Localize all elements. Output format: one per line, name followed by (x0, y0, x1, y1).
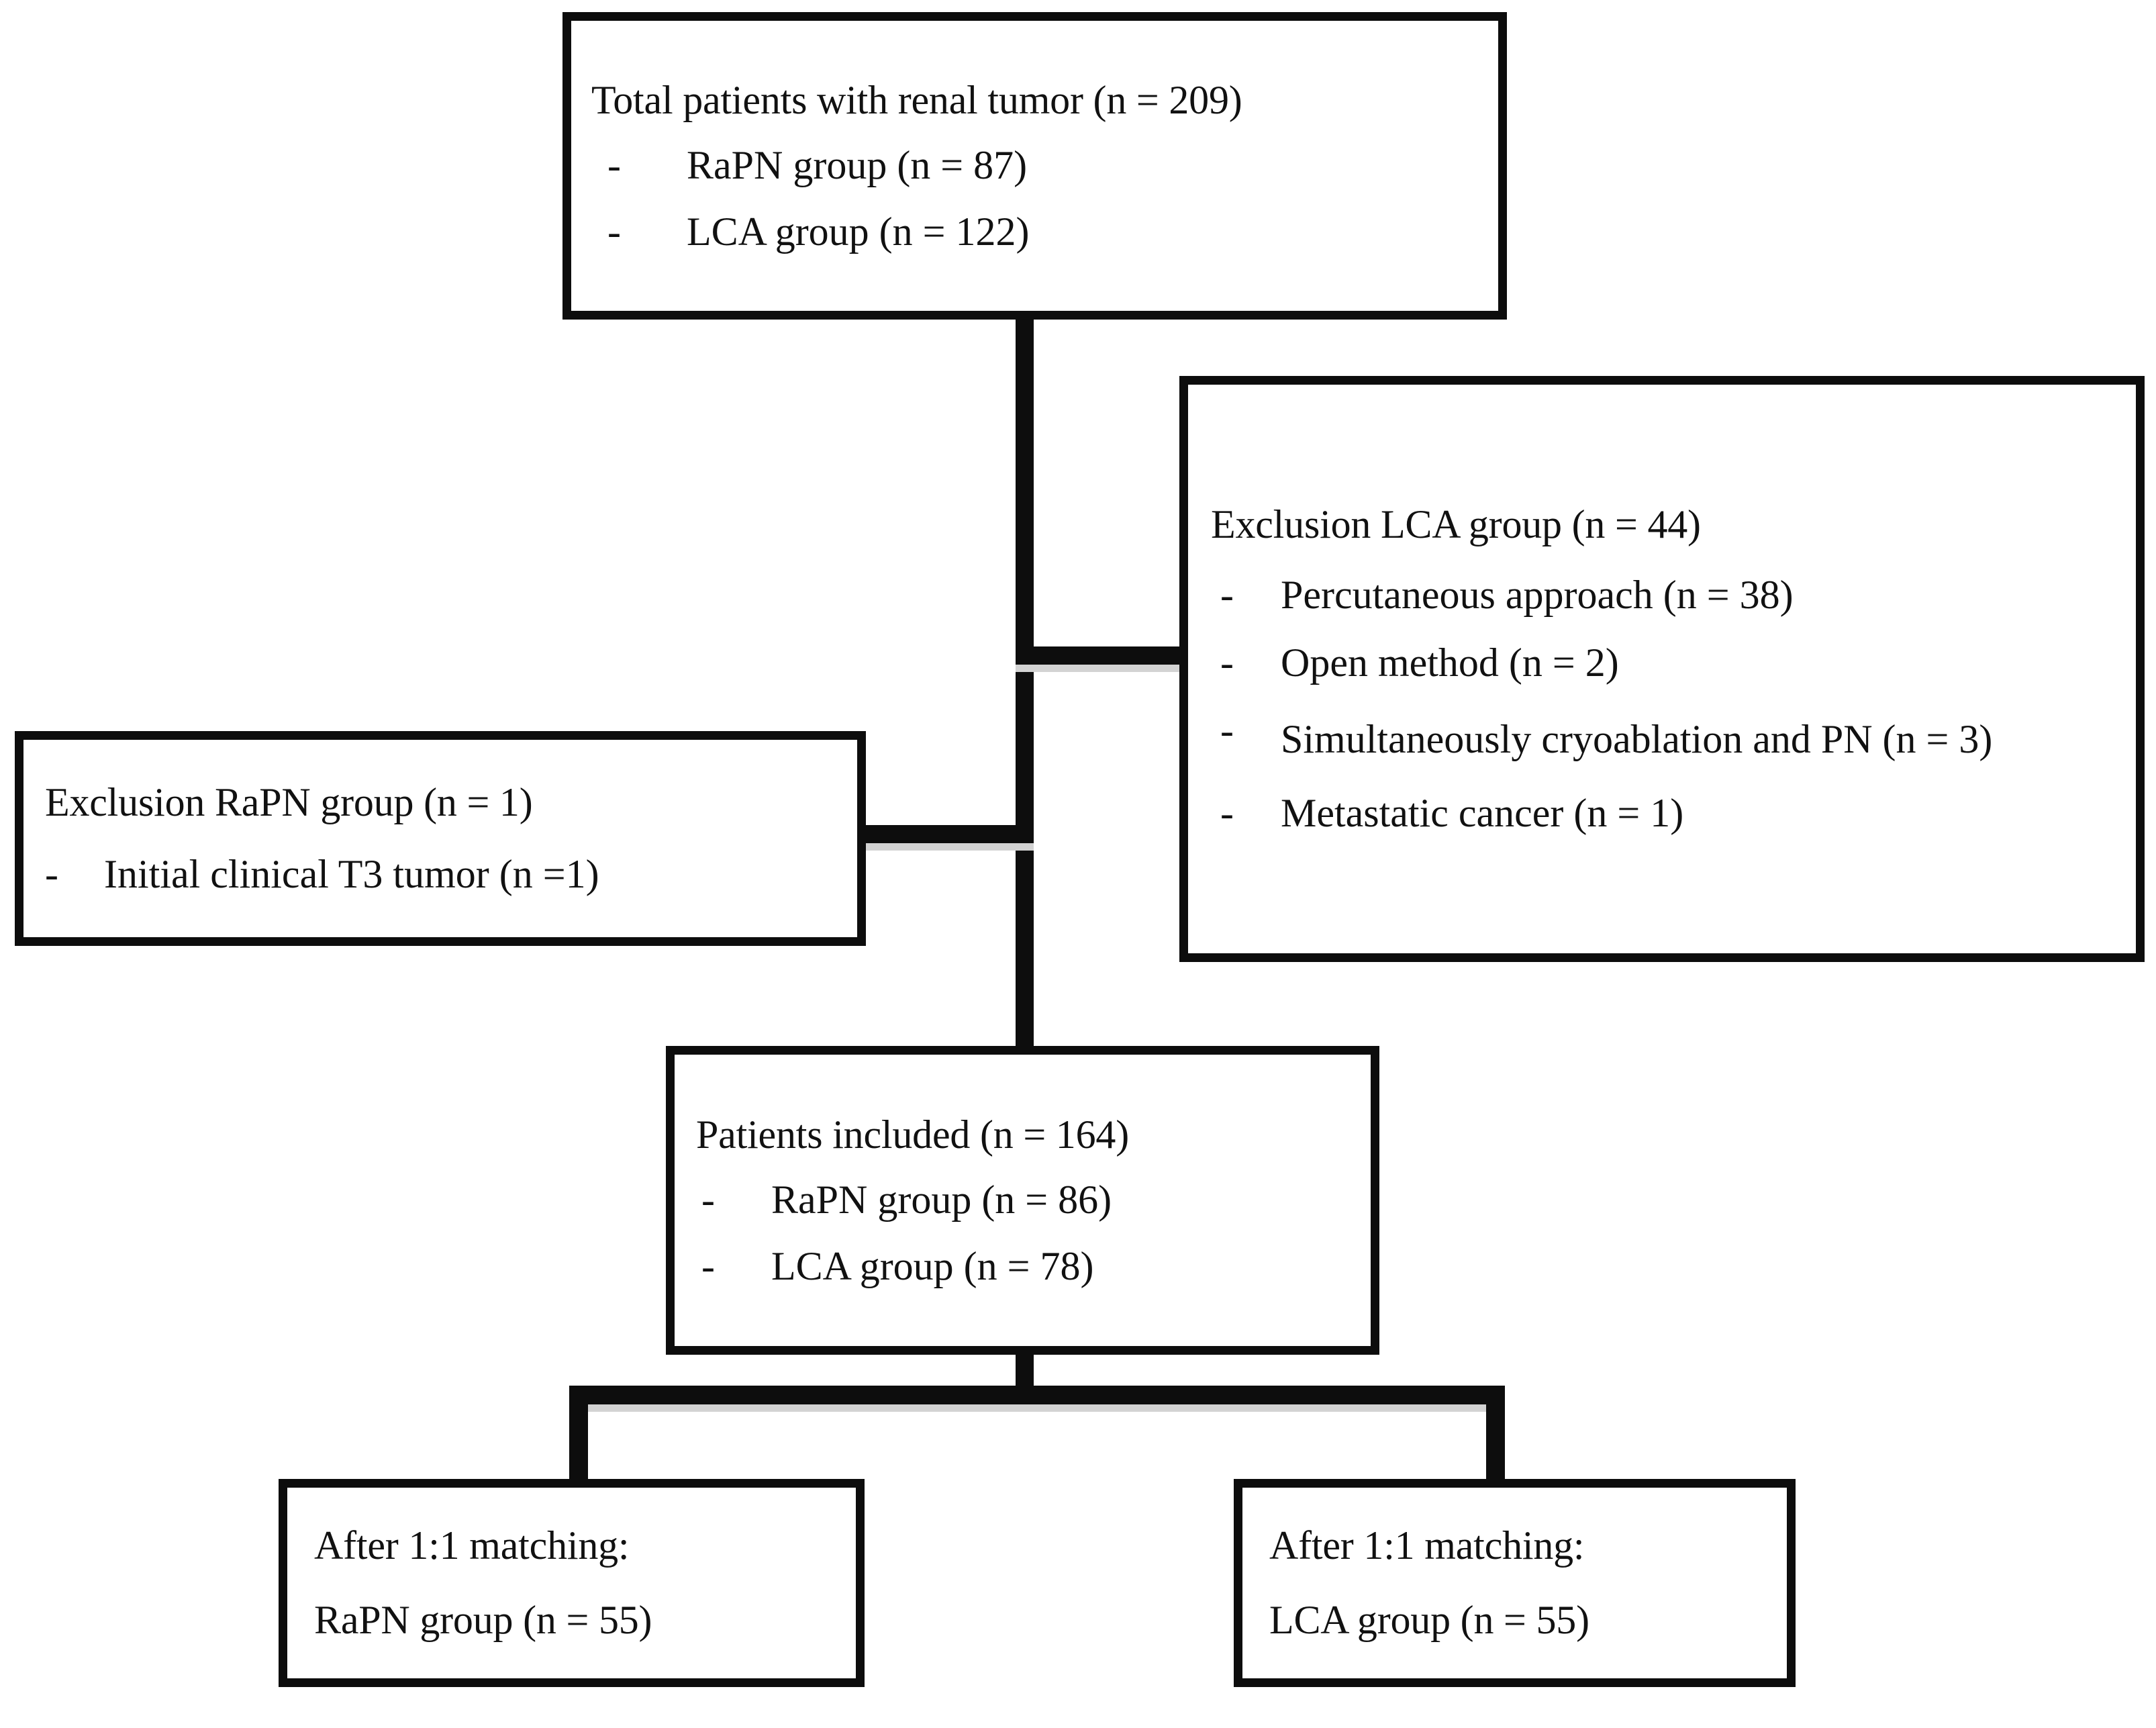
list-item-label: Open method (n = 2) (1281, 640, 1619, 685)
node-patients-included: Patients included (n = 164) - RaPN group… (666, 1046, 1379, 1355)
list-item-label: LCA group (n = 122) (687, 209, 1030, 254)
bullet-glyph: - (701, 1177, 715, 1222)
list-item: - Initial clinical T3 tumor (n =1) (45, 853, 836, 896)
bullet-glyph: - (607, 209, 621, 254)
node-exclusion-lca: Exclusion LCA group (n = 44) - Percutane… (1179, 376, 2145, 962)
bullet-glyph: - (1220, 790, 1234, 835)
node-total-patients: Total patients with renal tumor (n = 209… (562, 12, 1507, 320)
list-item-label: Initial clinical T3 tumor (n =1) (104, 852, 599, 896)
connector-leg-right (1486, 1386, 1505, 1485)
list-item: - Metastatic cancer (n = 1) (1211, 790, 2113, 835)
connector-branch-to-exclusion-lca (1016, 646, 1191, 672)
list-item-label: Percutaneous approach (n = 38) (1281, 573, 1794, 618)
list-item: - LCA group (n = 78) (696, 1245, 1349, 1288)
connector-trunk-vertical (1016, 313, 1034, 1051)
bullet-glyph: - (1220, 640, 1234, 685)
bullet-glyph: - (1220, 573, 1234, 618)
list-item-label: LCA group (n = 78) (771, 1243, 1094, 1288)
bullet-glyph: - (607, 142, 621, 187)
list-item: - LCA group (n = 122) (591, 209, 1478, 254)
node-matched-rapn-body: After 1:1 matching: RaPN group (n = 55) (287, 1488, 856, 1678)
node-exclusion-lca-title: Exclusion LCA group (n = 44) (1211, 502, 1701, 547)
list-item: - Percutaneous approach (n = 38) (1211, 574, 2113, 616)
node-matched-lca: After 1:1 matching: LCA group (n = 55) (1234, 1479, 1796, 1687)
list-item: - Open method (n = 2) (1211, 642, 2113, 684)
node-exclusion-rapn: Exclusion RaPN group (n = 1) - Initial c… (15, 731, 866, 946)
bullet-glyph: - (45, 852, 58, 896)
node-total-patients-body: Total patients with renal tumor (n = 209… (571, 21, 1498, 311)
node-matched-rapn-line2: RaPN group (n = 55) (314, 1598, 652, 1642)
node-matched-lca-body: After 1:1 matching: LCA group (n = 55) (1242, 1488, 1787, 1678)
node-exclusion-lca-body: Exclusion LCA group (n = 44) - Percutane… (1188, 385, 2136, 953)
list-item-label: RaPN group (n = 86) (771, 1177, 1112, 1222)
node-patients-included-title: Patients included (n = 164) (696, 1112, 1129, 1157)
node-matched-rapn-line1: After 1:1 matching: (314, 1523, 630, 1568)
bullet-glyph: - (701, 1243, 715, 1288)
node-matched-rapn: After 1:1 matching: RaPN group (n = 55) (279, 1479, 865, 1687)
node-patients-included-body: Patients included (n = 164) - RaPN group… (675, 1055, 1371, 1346)
node-exclusion-rapn-title: Exclusion RaPN group (n = 1) (45, 780, 533, 824)
node-matched-lca-line1: After 1:1 matching: (1269, 1523, 1585, 1568)
list-item-label: Metastatic cancer (n = 1) (1281, 790, 1684, 835)
list-item: - RaPN group (n = 87) (591, 144, 1478, 187)
node-matched-lca-line2: LCA group (n = 55) (1269, 1598, 1589, 1642)
node-total-patients-title: Total patients with renal tumor (n = 209… (591, 77, 1242, 122)
node-exclusion-rapn-body: Exclusion RaPN group (n = 1) - Initial c… (23, 740, 857, 937)
connector-leg-left (569, 1386, 588, 1485)
list-item-label: RaPN group (n = 87) (687, 142, 1028, 187)
bullet-glyph: - (1220, 708, 1234, 753)
connector-split-bar (569, 1386, 1505, 1412)
list-item: - Simultaneously cryoablation and PN (n … (1211, 710, 2113, 769)
list-item-label: Simultaneously cryoablation and PN (n = … (1281, 717, 1993, 762)
list-item: - RaPN group (n = 86) (696, 1177, 1349, 1222)
connector-branch-to-exclusion-rapn (857, 825, 1034, 851)
